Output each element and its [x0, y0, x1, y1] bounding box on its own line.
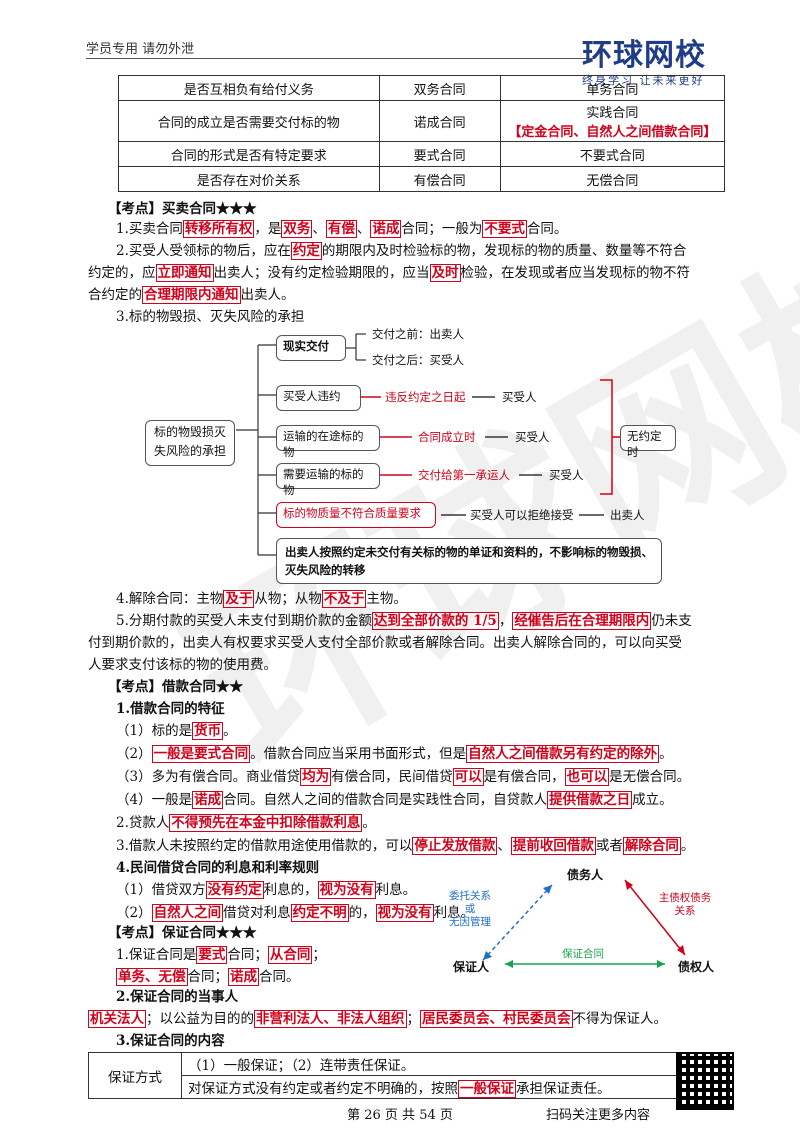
- diagram-after: 交付之后：买受人: [372, 353, 464, 367]
- diagram-root: 标的物毁损灭失风险的承担: [145, 420, 235, 466]
- cell-text: 实践合同: [586, 106, 639, 121]
- para-sale-2b: 约定的，应立即通知出卖人；没有约定检验期限的，应当及时检验，在发现或者应当发现标…: [88, 264, 690, 282]
- cell-note: 【定金合同、自然人之间借款合同】: [508, 125, 717, 140]
- qr-code-icon: [676, 1052, 734, 1110]
- section-title-sale: 【考点】买卖合同★★★: [108, 201, 257, 217]
- table-cell: 要式合同: [378, 141, 501, 167]
- page-number: 第 26 页 共 54 页: [347, 1108, 453, 1123]
- table-cell: 是否互相负有给付义务: [118, 75, 380, 101]
- guarantee-h3: 3.保证合同的内容: [116, 1033, 225, 1049]
- triangle-guarantor: 保证人: [453, 960, 490, 974]
- table-cell: 无偿合同: [499, 166, 726, 192]
- qr-caption: 扫码关注更多内容: [546, 1108, 651, 1123]
- table-cell: 诺成合同: [378, 100, 501, 142]
- para-sale-1: 1.买卖合同转移所有权，是双务、有偿、诺成合同；一般为不要式合同。: [116, 220, 568, 238]
- diagram-b1-target: 买受人: [502, 390, 537, 404]
- triangle-creditor: 债权人: [678, 960, 715, 974]
- table-row: 保证方式 （1）一般保证；（2）连带责任保证。: [88, 1052, 725, 1099]
- section-title-guarantee: 【考点】保证合同★★★: [108, 925, 257, 941]
- loan-h2: 2.贷款人不得预先在本金中扣除借款利息。: [116, 814, 376, 832]
- triangle-right-label: 主债权债务 关系: [658, 892, 712, 917]
- section-title-loan: 【考点】借款合同★★: [108, 679, 243, 695]
- diagram-b4-a: 买受人可以拒绝接受: [470, 508, 574, 522]
- table-row: 是否存在对价关系 有偿合同 无偿合同: [118, 166, 726, 192]
- table-row: 合同的形式是否有特定要求 要式合同 不要式合同: [118, 141, 726, 167]
- guarantee-p1b: 单务、无偿合同；诺成合同。: [116, 968, 300, 986]
- para-sale-4: 4.解除合同：主物及于从物；从物不及于主物。: [116, 590, 407, 608]
- diagram-no-agreement: 无约定时: [620, 425, 676, 459]
- header-text: 学员专用 请勿外泄: [86, 42, 195, 57]
- guarantee-table: 保证方式 （1）一般保证；（2）连带责任保证。 对保证方式没有约定或者约定不明确…: [88, 1052, 725, 1099]
- diagram-b2: 运输的在途标的物: [276, 425, 380, 459]
- loan-h3: 3.借款人未按照约定的借款用途使用借款的，可以停止发放借款、提前收回借款或者解除…: [116, 837, 695, 855]
- diagram-b3: 需要运输的标的物: [276, 463, 380, 497]
- diagram-b2-rule: 合同成立时: [418, 430, 476, 444]
- diagram-b4: 标的物质量不符合质量要求: [276, 502, 436, 528]
- diagram-real-delivery: 现实交付: [276, 335, 346, 361]
- table-cell: 保证方式: [88, 1052, 182, 1099]
- table-cell: 是否存在对价关系: [118, 166, 380, 192]
- para-sale-5a: 5.分期付款的买受人未支付到期价款的金额达到全部价款的 1/5，经催告后在合理期…: [116, 612, 692, 630]
- loan-l2: （2）一般是要式合同。借款合同应当采用书面形式，但是自然人之间借款另有约定的除外…: [116, 745, 673, 763]
- logo-title: 环球网校: [582, 38, 706, 73]
- table-cell: 不要式合同: [499, 141, 726, 167]
- triangle-left-label: 委托关系 或 无因管理: [449, 890, 491, 928]
- table-cell: 对保证方式没有约定或者约定不明确的，按照一般保证承担保证责任。: [181, 1075, 725, 1099]
- loan-h1: 1.借款合同的特征: [116, 701, 225, 717]
- diagram-b2-target: 买受人: [515, 430, 550, 444]
- para-sale-3: 3.标的物毁损、灭失风险的承担: [116, 309, 305, 325]
- diagram-b1-rule: 违反约定之日起: [385, 390, 466, 404]
- guarantee-p2: 机关法人；以公益为目的的非营利法人、非法人组织；居民委员会、村民委员会不得为保证…: [88, 1010, 667, 1028]
- table-cell: 合同的成立是否需要交付标的物: [118, 100, 380, 142]
- loan-r1: （1）借贷双方没有约定利息的，视为没有利息。: [116, 881, 417, 899]
- table-cell: 有偿合同: [378, 166, 501, 192]
- guarantee-p1a: 1.保证合同是要式合同；从合同；: [116, 946, 326, 964]
- diagram-b4-b: 出卖人: [610, 508, 645, 522]
- table-cell: 单务合同: [499, 75, 726, 101]
- diagram-b1: 买受人违约: [276, 385, 361, 411]
- para-sale-2a: 2.买受人受领标的物后，应在约定的期限内及时检验标的物，发现标的物的质量、数量等…: [116, 242, 687, 260]
- header-rule: [86, 58, 594, 59]
- loan-l3: （3）多为有偿合同。商业借贷均为有偿合同，民间借贷可以是有偿合同，也可以是无偿合…: [116, 768, 691, 786]
- para-sale-5b: 付到期价款的，出卖人有权要求买受人支付全部价款或者解除合同。出卖人解除合同的，可…: [88, 635, 682, 651]
- diagram-b5: 出卖人按照约定未交付有关标的物的单证和资料的，不影响标的物毁损、灭失风险的转移: [276, 538, 662, 584]
- diagram-b3-target: 买受人: [549, 468, 584, 482]
- table-cell: 实践合同 【定金合同、自然人之间借款合同】: [499, 100, 726, 142]
- comparison-table: 是否互相负有给付义务 双务合同 单务合同 合同的成立是否需要交付标的物 诺成合同…: [118, 75, 726, 192]
- table-row: 合同的成立是否需要交付标的物 诺成合同 实践合同 【定金合同、自然人之间借款合同…: [118, 100, 726, 142]
- loan-l4: （4）一般是诺成合同。自然人之间的借款合同是实践性合同，自贷款人提供借款之日成立…: [116, 791, 673, 809]
- triangle-debtor: 债务人: [567, 868, 604, 882]
- table-cell: （1）一般保证；（2）连带责任保证。: [181, 1052, 725, 1076]
- loan-l1: （1）标的是货币。: [116, 722, 237, 740]
- para-sale-5c: 人要求支付该标的物的使用费。: [88, 657, 277, 673]
- triangle-bottom-label: 保证合同: [562, 948, 604, 960]
- loan-r2: （2）自然人之间借贷对利息约定不明的，视为没有利息。: [116, 904, 475, 922]
- table-row: 对保证方式没有约定或者约定不明确的，按照一般保证承担保证责任。: [89, 1075, 725, 1099]
- diagram-before: 交付之前：出卖人: [372, 327, 464, 341]
- loan-h4: 4.民间借贷合同的利息和利率规则: [116, 860, 320, 876]
- guarantee-h2: 2.保证合同的当事人: [116, 989, 239, 1005]
- para-sale-2c: 合约定的合理期限内通知出卖人。: [88, 286, 295, 304]
- table-row: 是否互相负有给付义务 双务合同 单务合同: [118, 75, 726, 101]
- diagram-b3-rule: 交付给第一承运人: [418, 468, 510, 482]
